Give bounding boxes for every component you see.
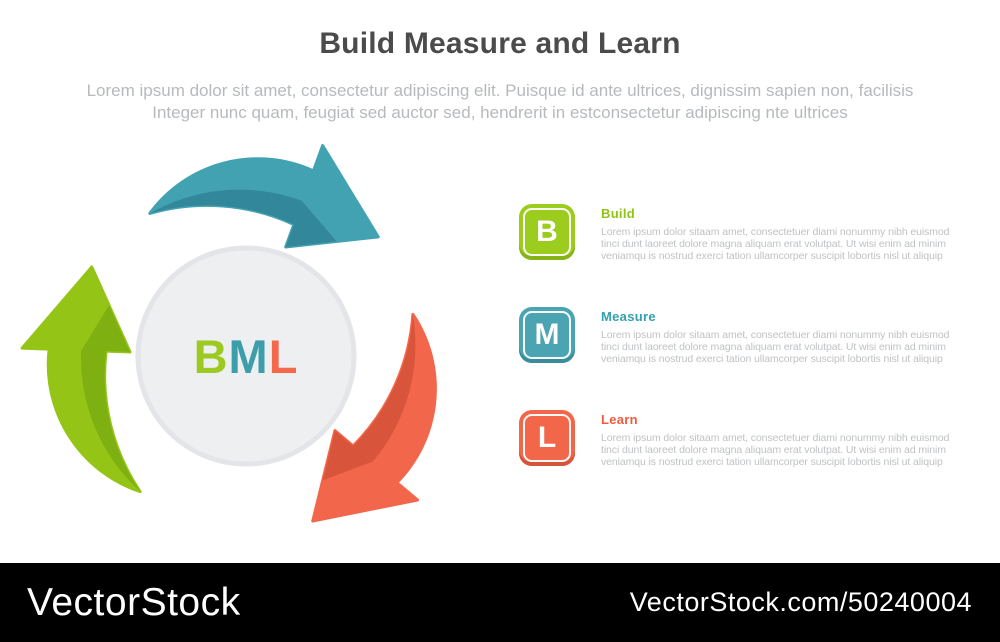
watermark-url: VectorStock.com/50240004 [629,587,972,617]
page-subtitle: Lorem ipsum dolor sit amet, consectetur … [0,80,1000,124]
center-letter-l: L [269,330,299,383]
cycle-center-label: BML [194,330,299,383]
subtitle-line-1: Lorem ipsum dolor sit amet, consectetur … [86,81,914,100]
learn-item-title: Learn [601,412,638,427]
subtitle-line-2: Integer nunc quam, feugiat sed auctor se… [152,103,848,122]
center-letter-m: M [229,330,269,383]
learn-item-body: Learn Lorem ipsum dolor sitaam amet, con… [601,412,951,468]
learn-badge: L [519,410,575,466]
list-item-measure: M Measure Lorem ipsum dolor sitaam amet,… [519,307,951,387]
build-badge-letter: B [536,215,558,248]
build-item-description: Lorem ipsum dolor sitaam amet, consectet… [601,226,950,262]
measure-badge: M [519,307,575,363]
build-arrow-icon [20,265,142,494]
measure-badge-letter: M [534,318,560,351]
measure-item-description: Lorem ipsum dolor sitaam amet, consectet… [601,329,950,365]
watermark-bar: VectorStock VectorStock.com/50240004 [0,563,1000,642]
learn-item-description: Lorem ipsum dolor sitaam amet, consectet… [601,432,950,468]
page-title: Build Measure and Learn [319,27,681,60]
watermark-brand: VectorStock [27,581,241,624]
learn-badge-letter: L [537,421,557,454]
build-badge: B [519,204,575,260]
measure-arrow-icon [148,144,380,249]
list-item-build: B Build Lorem ipsum dolor sitaam amet, c… [519,204,951,284]
learn-arrow-icon [311,312,437,523]
build-item-body: Build Lorem ipsum dolor sitaam amet, con… [601,206,951,262]
list-item-learn: L Learn Lorem ipsum dolor sitaam amet, c… [519,410,951,490]
cycle-center-circle [135,245,357,467]
build-item-title: Build [601,206,635,221]
measure-item-title: Measure [601,309,656,324]
measure-item-body: Measure Lorem ipsum dolor sitaam amet, c… [601,309,951,365]
center-letter-b: B [194,330,229,383]
bml-cycle-diagram: BML [20,144,437,523]
